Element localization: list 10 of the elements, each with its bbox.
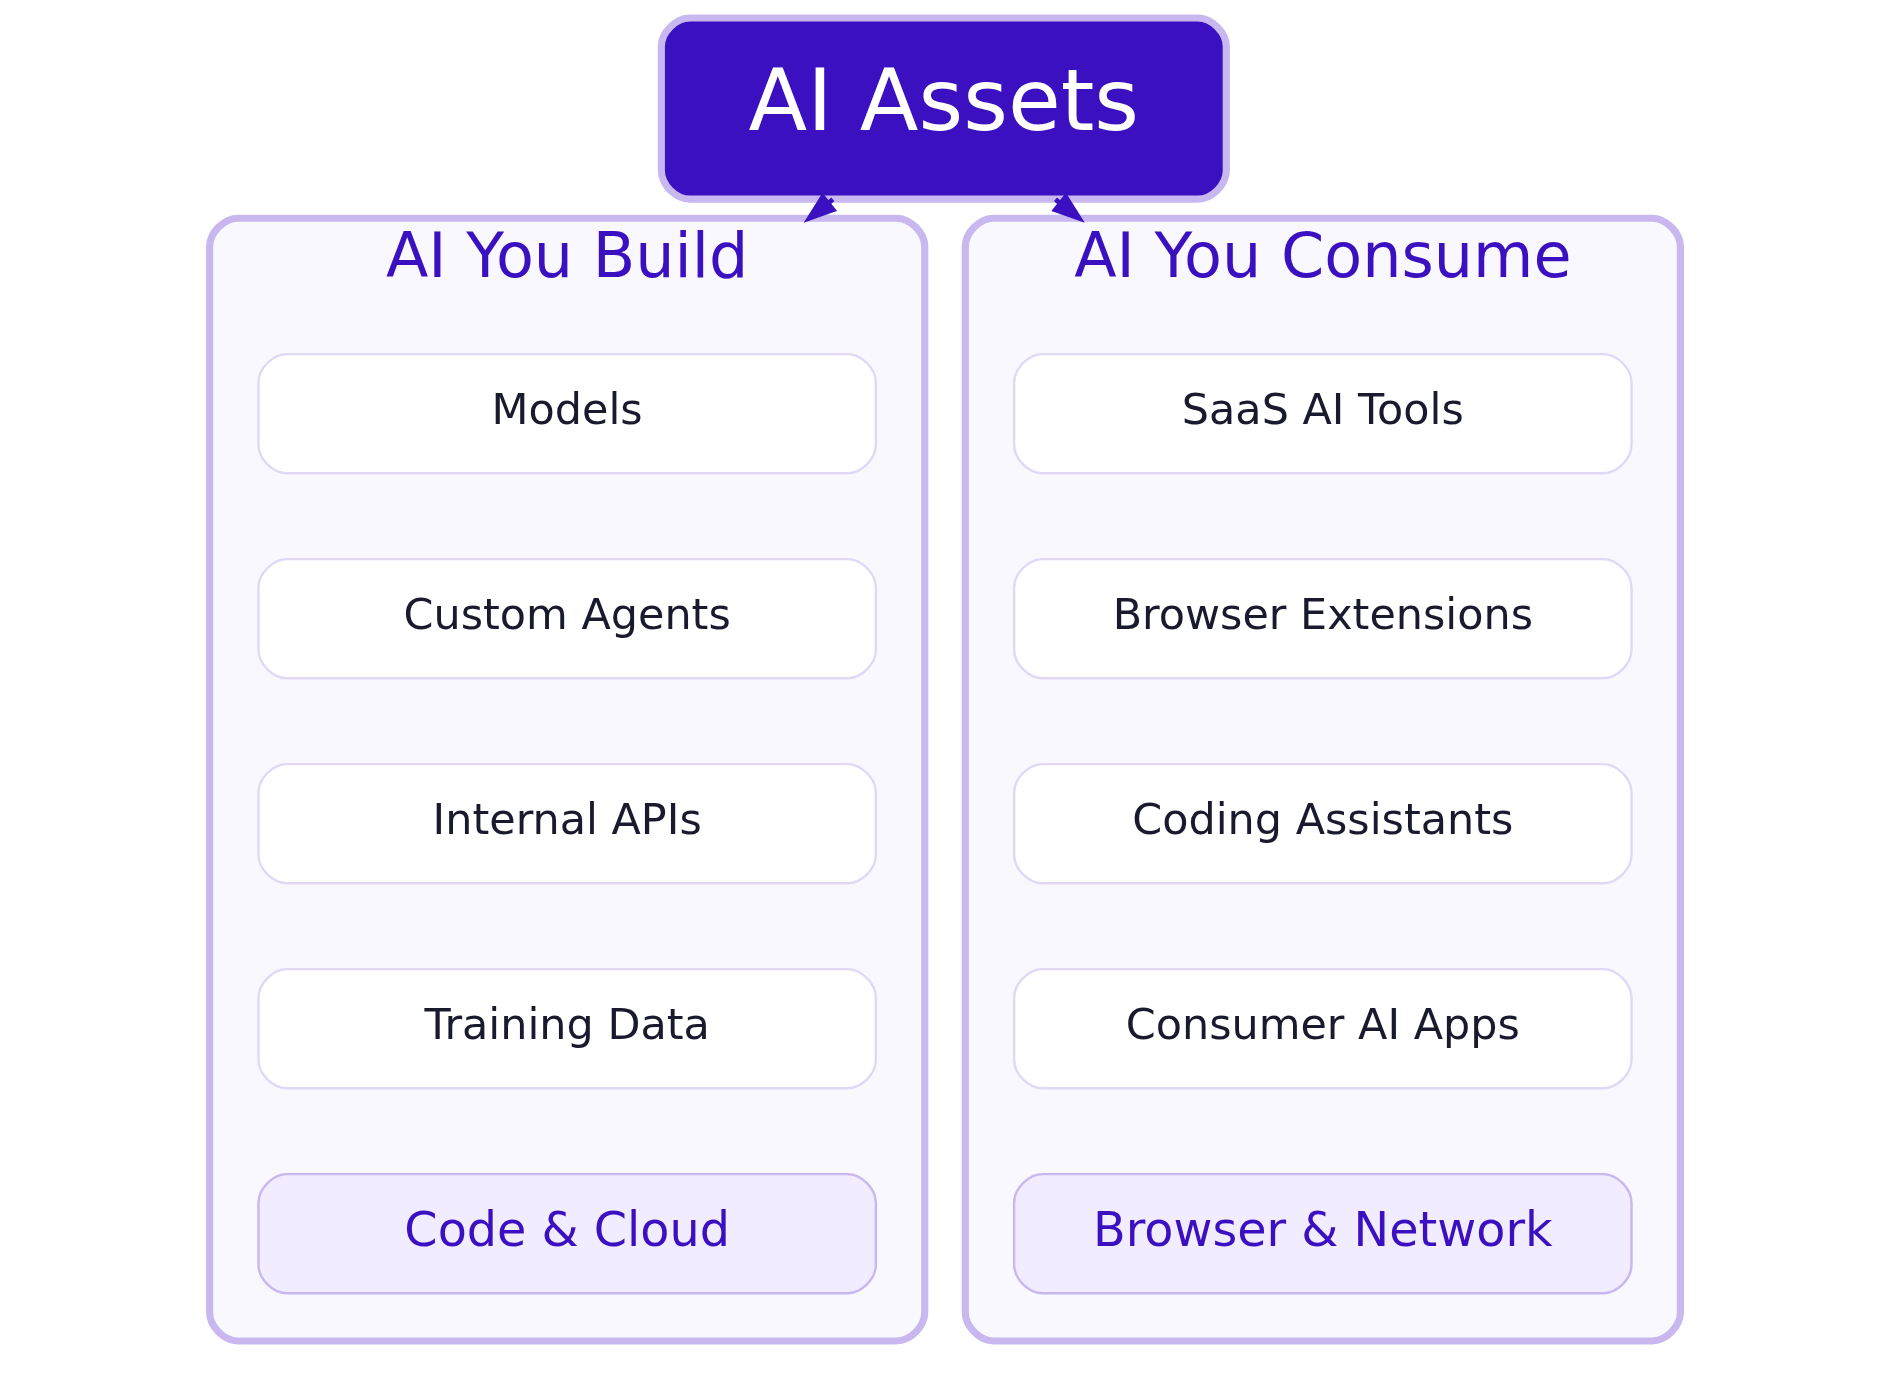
node-box: Models <box>257 352 878 475</box>
node-box: Coding Assistants <box>1012 762 1633 885</box>
node-box: Training Data <box>257 967 878 1090</box>
node-box: Browser Extensions <box>1012 557 1633 680</box>
node-box: Consumer AI Apps <box>1012 967 1633 1090</box>
node-box: Custom Agents <box>257 557 878 680</box>
node-box: SaaS AI Tools <box>1012 352 1633 475</box>
node-box: Browser & Network <box>1012 1172 1633 1295</box>
node-box: Code & Cloud <box>257 1172 878 1295</box>
node-box: Internal APIs <box>257 762 878 885</box>
